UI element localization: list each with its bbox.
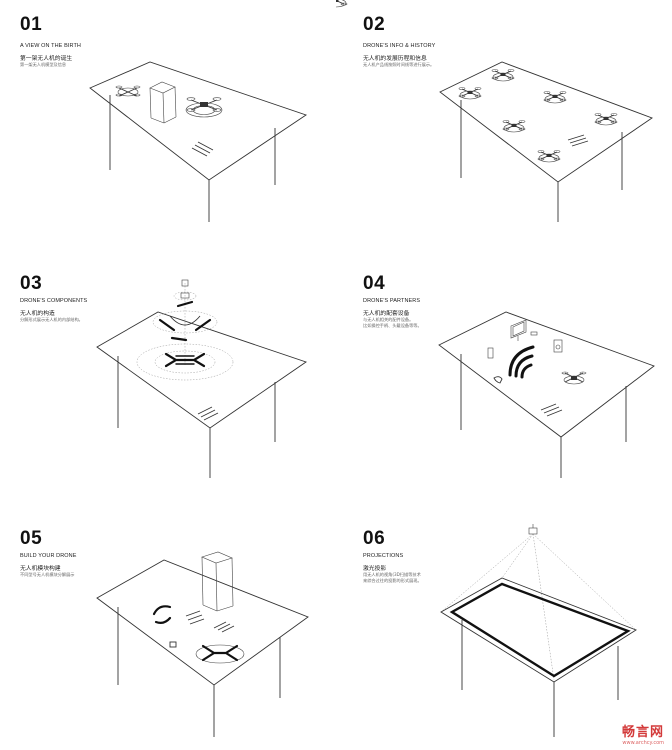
drone-icon: [336, 0, 348, 8]
panel-description: 分解形式展示无人机的内部结构。: [20, 317, 83, 322]
camera-component-icon: [169, 641, 177, 648]
panel-title-en: DRONE'S INFO & HISTORY: [363, 43, 436, 49]
propeller-arms-icon: [152, 300, 218, 342]
exhibit-table-components-diagram: [96, 279, 307, 478]
exhibit-table-projection-diagram: [440, 524, 637, 737]
stripes-icon: [540, 403, 563, 417]
wifi-signal-icon: [508, 345, 535, 379]
panel-description: 用无人机的视角(3D扫描等技术 来综合过往的投影的形式展现。: [363, 572, 422, 583]
panel-description: 不同型号无人机模块分解展示: [20, 572, 75, 577]
panel-title-cn: 无人机模块构建: [20, 566, 61, 572]
phone-icon: [487, 347, 494, 359]
drone-frame-icon: [195, 644, 245, 664]
table-top: [96, 311, 307, 429]
panel-description: 第一架无人机模型及信息: [20, 62, 67, 67]
table-top: [440, 577, 637, 683]
projection-area: [449, 582, 631, 678]
monitor-icon: [510, 319, 527, 341]
panel-03: 03 DRONE'S COMPONENTS 无人机的构造 分解形式展示无人机的内…: [0, 250, 336, 500]
panel-number: 02: [363, 14, 386, 35]
panel-04: 04 DRONE'S PARTNERS 无人机的配套设备 与无人机相关的配件设备…: [336, 250, 672, 500]
projector-icon: [528, 524, 538, 535]
table-top: [89, 61, 308, 181]
panel-02: 02 DRONE'S INFO & HISTORY 无人机的发展历程和信息 无人…: [336, 0, 672, 250]
camera-component-icon: [173, 279, 197, 301]
stripes-icon: [197, 406, 219, 421]
panel-title-en: PROJECTIONS: [363, 553, 404, 559]
stripes-icon: [191, 141, 214, 157]
panel-number: 06: [363, 528, 386, 549]
panel-title-en: DRONE'S COMPONENTS: [20, 298, 88, 304]
panel-number: 04: [363, 273, 386, 294]
panel-title-en: A VIEW ON THE BIRTH: [20, 43, 81, 49]
panel-description: 与无人机相关的配件设备。 比如操控手柄、头戴设备等等。: [363, 317, 422, 328]
panel-number: 05: [20, 528, 43, 549]
exhibit-table-birth-diagram: [89, 61, 308, 222]
watermark-url: www.archcy.com: [622, 740, 664, 746]
panel-description: 无人机产品线按照时间线等进行展示。: [363, 62, 435, 67]
propeller-arms-icon: [152, 605, 172, 624]
exhibit-table-history-diagram: [336, 0, 653, 222]
panel-title-cn: 无人机的配套设备: [363, 311, 410, 317]
watermark: 畅言网 www.archcy.com: [622, 721, 664, 746]
module-parts-icon: [185, 610, 235, 633]
panel-title-cn: 无人机的构造: [20, 311, 55, 317]
exhibit-table-build-diagram: [96, 551, 309, 737]
panel-01: 01 A VIEW ON THE BIRTH 第一架无人机的诞生 第一架无人机模…: [0, 0, 336, 250]
panel-05: 05 BUILD YOUR DRONE 无人机模块构建 不同型号无人机模块分解展…: [0, 500, 336, 750]
drone-icon: [115, 85, 141, 97]
speaker-icon: [553, 339, 563, 353]
module-case-icon: [201, 551, 234, 612]
glass-display-case: [149, 81, 177, 124]
watermark-logo: 畅言网: [621, 725, 664, 740]
table-top: [96, 559, 309, 686]
headset-icon: [493, 376, 503, 384]
panel-number: 03: [20, 273, 43, 294]
exhibit-table-partners-diagram: [438, 311, 655, 478]
drone-frame-icon: [136, 343, 234, 381]
panel-title-en: DRONE'S PARTNERS: [363, 298, 421, 304]
panel-title-en: BUILD YOUR DRONE: [20, 553, 77, 559]
panel-title-cn: 第一架无人机的诞生: [20, 56, 73, 62]
panel-title-cn: 无人机的发展历程和信息: [363, 56, 427, 62]
panel-title-cn: 激光投影: [363, 566, 387, 572]
table-top: [439, 61, 653, 183]
panel-06: 06 PROJECTIONS 激光投影 用无人机的视角(3D扫描等技术 来综合过…: [336, 500, 672, 750]
drone-model-icon: [185, 97, 223, 118]
controller-icon: [530, 331, 538, 336]
drone-icon: [561, 371, 587, 385]
table-top: [438, 311, 655, 438]
stripes-icon: [567, 134, 589, 147]
panel-number: 01: [20, 14, 43, 35]
